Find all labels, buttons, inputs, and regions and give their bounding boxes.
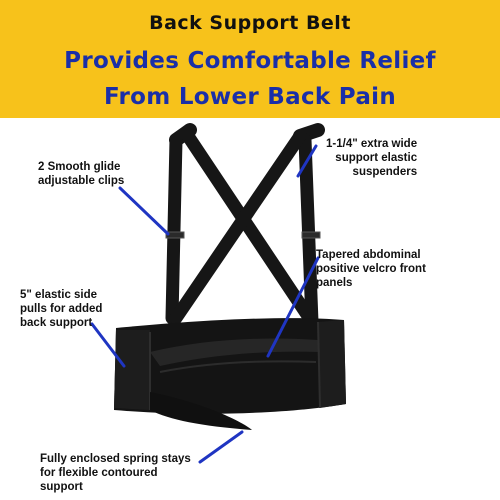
headline-line-1: Provides Comfortable Relief: [64, 48, 436, 74]
callout-clips-line-2: adjustable clips: [38, 175, 125, 187]
callout-panels: Tapered abdominal positive velcro front …: [316, 248, 426, 290]
left-clip-icon: [165, 231, 185, 239]
right-clip-icon: [301, 231, 321, 239]
callout-suspenders-line-2: support elastic: [335, 152, 418, 164]
callout-suspenders-line-1: 1-1/4" extra wide: [326, 138, 418, 150]
suspender-straps: [165, 123, 325, 329]
callout-side-pulls-line-3: back support: [20, 317, 93, 329]
callout-suspenders-line-3: suspenders: [352, 166, 418, 178]
callout-panels-line-3: panels: [316, 277, 353, 289]
callout-clips: 2 Smooth glide adjustable clips: [38, 160, 124, 188]
callout-stays-line-3: support: [40, 481, 83, 493]
callout-suspenders: 1-1/4" extra wide support elastic suspen…: [326, 137, 417, 179]
callout-side-pulls-line-1: 5" elastic side: [20, 289, 98, 301]
pointer-clips: [118, 186, 170, 236]
callout-side-pulls: 5" elastic side pulls for added back sup…: [20, 288, 102, 330]
callout-stays-line-1: Fully enclosed spring stays: [40, 453, 191, 465]
pointer-side-pulls: [90, 322, 126, 368]
callout-panels-line-2: positive velcro front: [316, 263, 426, 275]
product-title: Back Support Belt: [149, 12, 351, 34]
callout-stays-line-2: for flexible contoured: [40, 467, 158, 479]
belt-body: [114, 318, 346, 430]
callout-side-pulls-line-2: pulls for added: [20, 303, 103, 315]
callout-panels-line-1: Tapered abdominal: [316, 249, 421, 261]
callout-stays: Fully enclosed spring stays for flexible…: [40, 452, 191, 494]
pointer-panels: [266, 256, 320, 358]
pointer-lines: [90, 144, 320, 464]
header-banner: [0, 0, 500, 118]
pointer-stays: [198, 430, 244, 464]
headline-line-2: From Lower Back Pain: [103, 84, 397, 110]
callout-clips-line-1: 2 Smooth glide: [38, 161, 121, 173]
pointer-suspenders: [296, 144, 318, 178]
